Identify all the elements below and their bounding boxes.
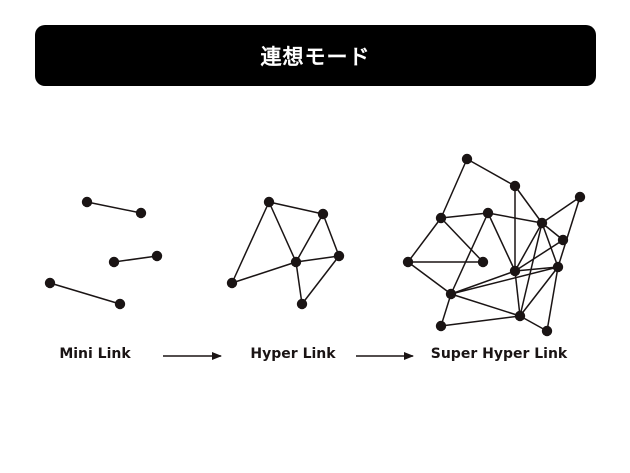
super-hyper-link-node [552,261,564,273]
super-hyper-link-edge [407,261,452,295]
hyper-link-node [296,298,308,310]
hyper-link-network [226,196,345,310]
super-hyper-link-edge [541,196,581,224]
mini-link-node [44,277,56,289]
hyper-link-node [333,250,345,262]
super-hyper-link-edge [514,222,543,272]
super-hyper-link-network [402,153,586,337]
hyper-link-edge [231,201,270,284]
mini-link-node [81,196,93,208]
super-hyper-link-node [541,325,553,337]
super-hyper-link-edge [514,270,521,317]
super-hyper-link-node [574,191,586,203]
super-hyper-link-node [514,310,526,322]
super-hyper-link-node [445,288,457,300]
super-hyper-link-node [482,207,494,219]
super-hyper-link-edge [407,217,442,263]
hyper-link-edge [295,261,303,305]
super-hyper-link-edge [514,185,543,224]
hyper-link-edge [295,213,324,263]
hyper-link-node [226,277,238,289]
super-hyper-link-node [557,234,569,246]
label-hyper-link: Hyper Link [250,346,336,362]
page-title: 連想モード [260,44,371,69]
super-hyper-link-edge [440,293,452,327]
super-hyper-link-node [402,256,414,268]
mini-link-node [151,250,163,262]
super-hyper-link-edge [546,266,559,332]
super-hyper-link-edge [450,266,559,295]
super-hyper-link-node [477,256,489,268]
super-hyper-link-edge [487,212,516,272]
super-hyper-link-edge [440,315,521,327]
mini-link-edge [49,282,121,305]
super-hyper-link-node [536,217,548,229]
super-hyper-link-edge [519,266,559,317]
hyper-link-edge [301,255,340,305]
hyper-link-node [290,256,302,268]
super-hyper-link-edge [466,158,516,187]
hyper-link-edge [268,201,297,263]
super-hyper-link-edge [440,217,484,263]
super-hyper-link-edge [450,212,489,295]
mini-link-network [44,196,163,310]
super-hyper-link-edge [541,222,559,268]
hyper-link-edge [295,255,340,263]
super-hyper-link-edge [440,212,489,219]
super-hyper-link-edge [519,222,543,317]
super-hyper-link-node [435,320,447,332]
mini-link-node [114,298,126,310]
hyper-link-edge [322,213,340,257]
super-hyper-link-edge [514,266,559,272]
mini-link-edge [113,255,158,263]
mini-link-node [108,256,120,268]
label-super-hyper-link: Super Hyper Link [430,346,568,362]
super-hyper-link-edge [440,158,468,219]
super-hyper-link-node [435,212,447,224]
hyper-link-edge [231,261,297,284]
hyper-link-node [317,208,329,220]
super-hyper-link-node [509,180,521,192]
super-hyper-link-node [509,265,521,277]
hyper-link-edge [268,201,324,215]
super-hyper-link-edge [450,293,521,317]
super-hyper-link-node [461,153,473,165]
mini-link-node [135,207,147,219]
super-hyper-link-edge [487,212,543,224]
super-hyper-link-edge [557,196,581,268]
super-hyper-link-edge [514,239,564,272]
title-banner: 連想モード [35,25,596,86]
label-mini-link: Mini Link [59,346,131,362]
hyper-link-node [263,196,275,208]
mini-link-edge [86,201,142,214]
super-hyper-link-edge [450,270,516,295]
